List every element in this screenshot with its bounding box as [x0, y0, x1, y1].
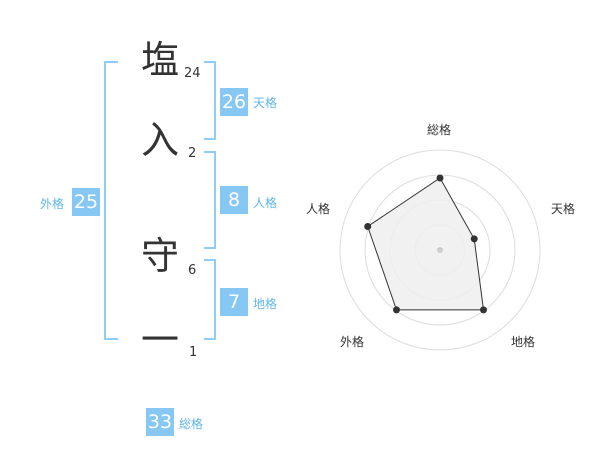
name-char-2: 入	[140, 118, 179, 162]
radar-point	[393, 306, 401, 314]
stroke-count-2: 2	[188, 146, 197, 161]
tenkaku-bracket	[204, 61, 216, 140]
name-char-3: 守	[140, 234, 179, 278]
jinkaku-label: 人格	[253, 196, 278, 210]
gaikaku-label: 外格	[40, 197, 65, 211]
radar-point	[364, 223, 372, 231]
soukaku-score-badge: 33	[146, 408, 174, 436]
chikaku-bracket	[204, 259, 216, 340]
radar-point	[436, 174, 444, 182]
stroke-count-3: 6	[188, 263, 197, 278]
stroke-count-4: 1	[189, 345, 198, 360]
jinkaku-bracket	[204, 151, 216, 249]
gaikaku-score-badge: 25	[72, 188, 100, 216]
radar-axis-label-tenkaku: 天格	[551, 202, 576, 216]
stroke-count-1: 24	[184, 66, 201, 81]
tenkaku-label: 天格	[253, 96, 278, 110]
chikaku-label: 地格	[253, 297, 278, 311]
chikaku-score-badge: 7	[220, 288, 248, 316]
radar-axis-label-chikaku: 地格	[511, 335, 536, 349]
radar-center-dot	[437, 247, 443, 253]
soukaku-label: 総格	[179, 417, 204, 431]
name-char-4: 一	[140, 318, 179, 362]
radar-point	[479, 306, 487, 314]
gaikaku-bracket	[104, 61, 118, 340]
jinkaku-score-badge: 8	[220, 186, 248, 214]
tenkaku-score-badge: 26	[220, 88, 248, 116]
radar-axis-label-jinkaku: 人格	[306, 202, 331, 216]
radar-ring	[339, 149, 541, 351]
name-char-1: 塩	[140, 38, 179, 82]
radar-axis-label-soukaku: 総格	[427, 123, 452, 137]
radar-point	[470, 235, 478, 243]
radar-axis-label-gaikaku: 外格	[340, 335, 365, 349]
radar-shape	[367, 177, 485, 311]
